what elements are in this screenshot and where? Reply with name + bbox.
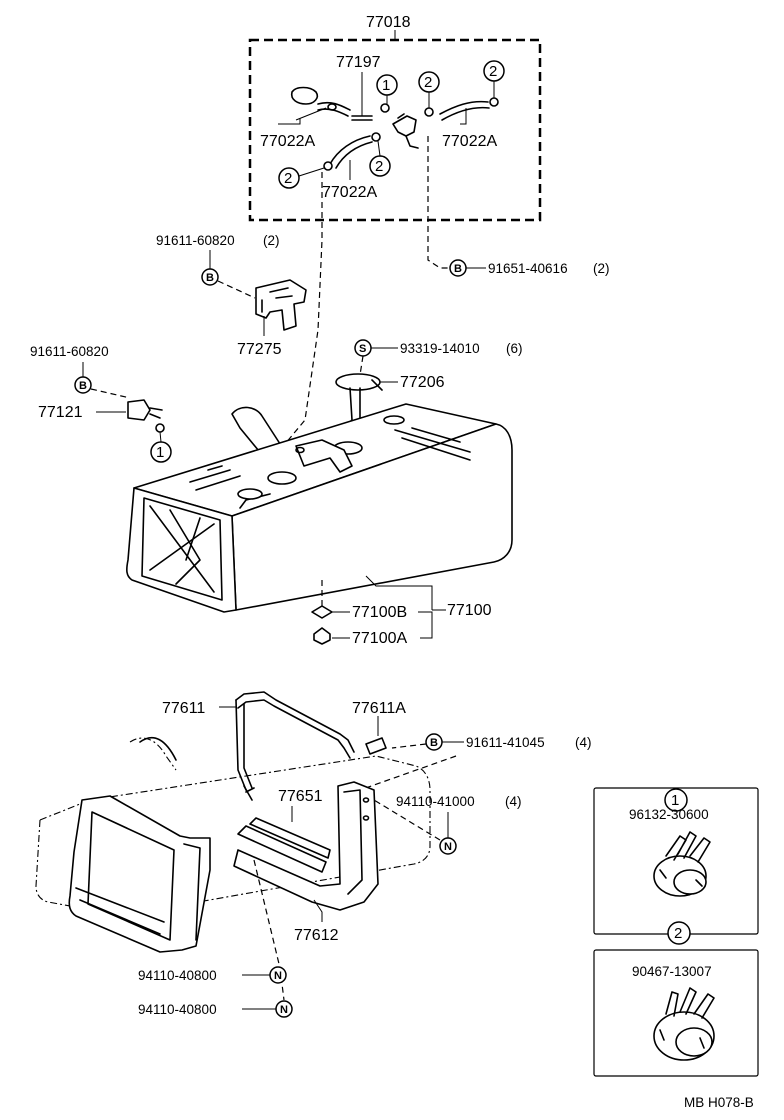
label-77018: 77018 [366,14,411,31]
label-94110-40800-1: 94110-40800 [138,968,217,983]
label-91611-41045: 91611-41045 [466,735,545,750]
label-77197: 77197 [336,54,381,71]
svg-text:1: 1 [382,77,390,94]
check-valve-bracket [392,115,417,137]
qty-93319-14010: (6) [506,341,523,356]
assembly-77018-group: 77018 77197 77022A 1 2 2 [248,14,542,222]
label-77100: 77100 [447,602,492,619]
svg-text:2: 2 [375,158,383,175]
bracket-77275 [255,279,307,331]
breather-77121 [127,399,163,421]
svg-text:B: B [206,272,214,284]
clamp-small-4 [371,132,381,142]
clamp-90467-13007 [653,987,715,1061]
detail-2-circle [667,921,691,945]
clamp-small-2 [424,107,434,117]
footer-code: MB H078-B [684,1095,754,1110]
detail-1-circle [664,788,688,812]
clamp-96132-30600 [653,831,711,897]
tank-band-front [68,795,211,953]
svg-text:2: 2 [424,74,432,91]
qty-91651-40616: (2) [593,261,610,276]
label-77612: 77612 [294,927,339,944]
qty-91611-60820-2: (2) [263,233,280,248]
svg-text:B: B [79,380,87,392]
label-77611a: 77611A [352,700,406,717]
svg-text:B: B [430,737,438,749]
hose-77022a-right [439,100,490,121]
tank-strap-77611 [235,691,355,801]
detail-inset-2: 2 90467-13007 [593,921,759,1077]
svg-text:N: N [274,970,282,982]
hose-77022a-lower [329,135,373,169]
svg-text:S: S [359,343,366,355]
svg-text:2: 2 [284,170,292,187]
ref-symbol-n-94110-40800-2 [275,1000,293,1018]
label-91611-60820: 91611-60820 [30,344,109,359]
gasket-77100b [311,605,333,619]
label-77022a-1: 77022A [260,133,315,150]
drain-plug-77100a [313,627,331,645]
label-91611-60820-2: 91611-60820 [156,233,235,248]
label-93319-14010: 93319-14010 [400,341,480,356]
svg-text:N: N [444,841,452,853]
clamp-small-5 [323,161,333,171]
clamp-small-1 [380,103,390,113]
svg-text:1: 1 [156,444,164,461]
label-96132-30600: 96132-30600 [629,807,709,822]
svg-text:2: 2 [674,925,682,942]
label-77022a-2: 77022A [442,133,497,150]
label-77022a-3: 77022A [322,184,377,201]
qty-91611-41045: (4) [575,735,592,750]
label-90467-13007: 90467-13007 [632,964,712,979]
detail-2-box [593,949,759,1077]
ref-symbol-b-91611-2 [201,268,219,286]
svg-text:N: N [280,1004,288,1016]
cap-part [290,86,319,105]
tank-outline-lower [35,736,431,917]
label-94110-41000: 94110-41000 [396,794,475,809]
fuel-tank-77100 [126,403,513,613]
detail-inset-1: 1 96132-30600 [593,787,759,935]
svg-text:B: B [454,263,462,275]
svg-text:1: 1 [671,792,679,809]
label-77100a: 77100A [352,630,407,647]
bolt-77611a [365,737,387,755]
tank-band-rear-77612 [233,781,379,911]
ref-symbol-b-91611 [74,376,92,394]
ref-circle-2-lowerleft [278,167,300,189]
label-77100b: 77100B [352,604,407,621]
pipe-77197 [351,115,373,121]
label-91651-40616: 91651-40616 [488,261,568,276]
label-77121: 77121 [38,404,83,421]
ref-symbol-n-94110-41000 [439,837,457,855]
label-77275: 77275 [237,341,282,358]
svg-text:2: 2 [489,63,497,80]
label-77611: 77611 [162,700,205,717]
label-94110-40800-2: 94110-40800 [138,1002,217,1017]
label-77651: 77651 [278,788,323,805]
ref-symbol-n-94110-40800-1 [269,966,287,984]
label-77206: 77206 [400,374,445,391]
qty-94110-41000: (4) [505,794,522,809]
clamp-small-3 [489,97,499,107]
